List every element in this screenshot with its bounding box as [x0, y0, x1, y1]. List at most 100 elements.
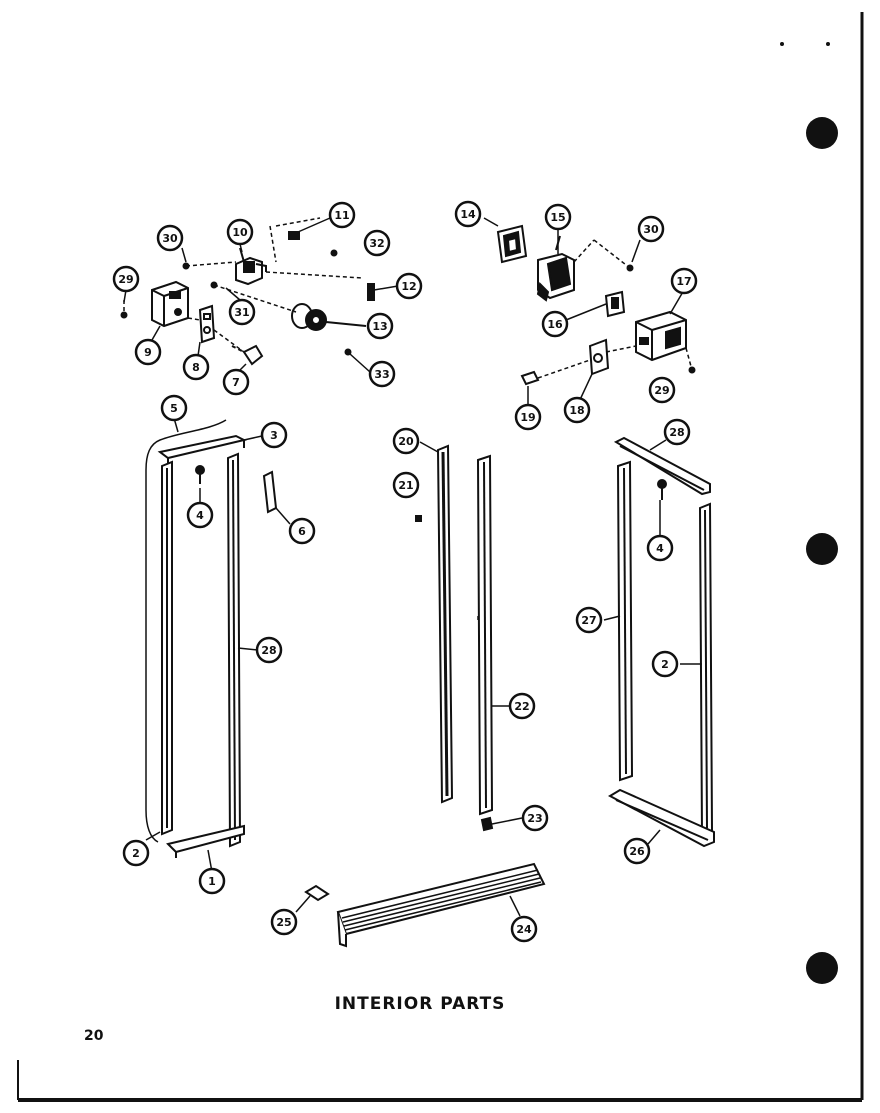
part-15-timer	[536, 235, 575, 302]
part-21-screw	[415, 515, 422, 522]
callout-circle	[226, 218, 254, 246]
callout-number: 23	[527, 812, 542, 825]
callout-number: 31	[234, 306, 249, 319]
callout-circle	[637, 215, 665, 243]
part-24-grille	[336, 862, 546, 948]
callout-circle	[510, 915, 538, 943]
callout-circle	[392, 471, 420, 499]
callout-number: 2	[661, 658, 669, 671]
part-16-plate	[604, 290, 626, 318]
callout-circle	[122, 839, 150, 867]
callout-number: 3	[270, 429, 278, 442]
binder-hole-middle	[806, 533, 838, 565]
callout-number: 20	[398, 435, 414, 448]
callout-circle	[198, 867, 226, 895]
callout-circle	[623, 837, 651, 865]
callout-number: 11	[334, 209, 349, 222]
callout-number: 24	[516, 923, 532, 936]
callout-circle	[368, 360, 396, 388]
callout-number: 28	[669, 426, 684, 439]
part-5-gasket-outline	[145, 419, 227, 843]
callout-circle	[222, 368, 250, 396]
callout-number: 4	[196, 509, 204, 522]
part-26-bottom-channel	[607, 788, 715, 848]
part-14-gasket	[496, 224, 528, 264]
binder-hole-top	[806, 117, 838, 149]
callout-circle	[646, 534, 674, 562]
part-27-right-rail	[616, 460, 634, 782]
callout-circle	[228, 298, 256, 326]
callout-circle	[521, 804, 549, 832]
part-4-screw-right	[657, 479, 667, 500]
callout-number: 17	[676, 275, 691, 288]
part-28-top-channel	[613, 436, 711, 496]
callout-number: 12	[401, 280, 416, 293]
callout-circle	[508, 692, 536, 720]
callout-circle	[270, 908, 298, 936]
callout-number: 5	[170, 402, 178, 415]
callout-circle	[288, 517, 316, 545]
callout-circle	[541, 310, 569, 338]
part-20-breaker-strip	[436, 444, 454, 804]
callout-circle	[366, 312, 394, 340]
callout-circle	[186, 501, 214, 529]
right-leader-lines	[537, 239, 693, 379]
callout-circle	[160, 394, 188, 422]
part-9-thermostat-housing	[151, 280, 189, 328]
callout-circle	[112, 265, 140, 293]
part-10-switch	[235, 247, 267, 286]
speck	[780, 42, 784, 46]
callout-number: 28	[261, 644, 276, 657]
callout-number: 6	[298, 525, 306, 538]
callout-number: 32	[369, 237, 384, 250]
part-23-clip	[480, 816, 494, 832]
part-22-breaker-strip	[476, 454, 494, 816]
callout-number: 2	[132, 847, 140, 860]
callout-leaders	[123, 217, 702, 917]
callout-circle	[663, 418, 691, 446]
page-border	[17, 12, 864, 1102]
callout-number: 4	[656, 542, 664, 555]
part-2-right-rail	[698, 502, 714, 836]
callout-circle	[454, 200, 482, 228]
part-19-clip	[520, 370, 540, 386]
part-2-left-rail	[161, 460, 173, 836]
part-27-left-rail	[226, 452, 242, 848]
callout-number: 9	[144, 346, 152, 359]
callout-circle	[575, 606, 603, 634]
callout-number: 25	[276, 916, 291, 929]
callout-circle	[182, 353, 210, 381]
callout-number: 13	[372, 320, 387, 333]
callout-number: 15	[550, 211, 565, 224]
callout-circle	[156, 224, 184, 252]
callout-number: 30	[643, 223, 659, 236]
callout-circle	[363, 229, 391, 257]
part-6-strip	[262, 470, 278, 514]
callout-circle	[395, 272, 423, 300]
callout-number: 10	[232, 226, 248, 239]
binder-hole-bottom	[806, 952, 838, 984]
callout-number: 29	[118, 273, 133, 286]
part-25-clip	[304, 884, 330, 902]
callout-number: 30	[162, 232, 178, 245]
part-18-bracket	[588, 338, 610, 376]
callout-circle	[255, 636, 283, 664]
callout-circle	[260, 421, 288, 449]
part-17-cover	[635, 310, 687, 362]
callout-circle	[514, 403, 542, 431]
callout-number: 7	[232, 376, 240, 389]
callout-circle	[563, 396, 591, 424]
page-number: 20	[84, 1028, 104, 1044]
callout-number: 26	[629, 845, 645, 858]
callout-circle	[651, 650, 679, 678]
part-13-motor	[291, 303, 367, 331]
callout-circle	[328, 201, 356, 229]
diagram-title: INTERIOR PARTS	[334, 994, 506, 1014]
callout-circle	[134, 338, 162, 366]
callout-number: 1	[208, 875, 216, 888]
callout-number: 19	[520, 411, 535, 424]
callout-number: 16	[547, 318, 563, 331]
